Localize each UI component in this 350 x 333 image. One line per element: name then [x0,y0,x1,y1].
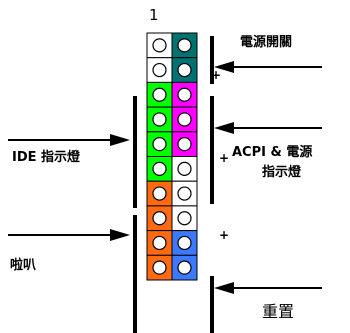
acpi-led-label-line2: 指示燈 [262,165,302,180]
reset-arrow [214,282,322,294]
pin-hole-left-2 [152,62,167,78]
speaker-bracket [133,215,137,333]
pin-hole-left-7 [152,186,167,201]
pin-hole-left-1 [152,38,167,53]
speaker-label: 啦叭 [10,258,37,273]
plus-mark-speaker: + [219,228,230,242]
pin-hole-left-4 [152,112,167,127]
acpi-led-arrow [214,122,322,134]
speaker-arrow [8,229,130,241]
pin-one-number: 1 [149,6,159,24]
power-switch-arrow [214,61,322,73]
plus-mark-acpi: + [219,151,230,165]
power-switch-bracket [210,36,214,84]
ide-led-bracket [133,96,137,208]
pin-header [146,32,198,281]
pin-hole-right-6 [177,161,192,176]
pin-hole-right-7 [177,186,192,201]
pin-cell-right-9 [171,230,198,256]
pin-hole-right-2 [177,62,192,78]
ide-led-arrow [8,134,130,146]
pin-hole-left-5 [152,137,167,152]
reset-label: 重置 [262,302,295,321]
pin-hole-left-9 [152,235,167,251]
pin-hole-right-10 [177,260,192,275]
pin-hole-right-8 [177,211,192,226]
plus-mark-power: + [211,68,222,82]
pin-hole-left-6 [152,161,167,176]
acpi-led-bracket [210,96,214,204]
pin-hole-right-1 [177,38,192,53]
acpi-led-label-line1: ACPI & 電源 [232,145,313,160]
power-switch-label: 電源開關 [240,35,293,50]
pin-hole-left-3 [152,87,167,102]
ide-led-label: IDE 指示燈 [12,150,81,165]
reset-bracket [210,276,214,333]
pin-hole-left-8 [152,211,167,226]
pin-hole-right-4 [177,112,192,127]
pin-hole-right-5 [177,137,192,152]
pin-hole-right-3 [177,87,192,102]
pin-hole-right-9 [177,235,192,251]
pin-hole-left-10 [152,260,167,275]
